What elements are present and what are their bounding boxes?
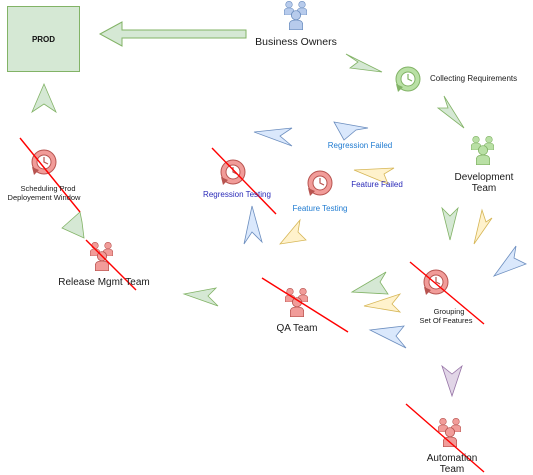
arrow-yellow-feature-failed — [353, 167, 395, 185]
arrow-purple-down-to-automation — [441, 364, 463, 398]
arrow-blue-up-left — [243, 205, 263, 245]
automation-team-label-line2: Team — [439, 464, 465, 475]
qa-team-people-icon — [285, 288, 308, 317]
strike-regression-testing — [211, 147, 277, 215]
qa-team-label: QA Team — [276, 323, 318, 334]
arrow-yellow-to-qa — [363, 293, 402, 313]
strike-automation — [405, 403, 485, 473]
arrow-business-to-prod — [98, 21, 247, 47]
feature-testing-label: Feature Testing — [292, 204, 348, 213]
grouping-label-line1: Grouping — [433, 307, 465, 316]
business-owners-people-icon — [284, 1, 307, 30]
arrow-yellow-feature-testing — [279, 218, 307, 245]
regression-testing-clock-icon — [220, 159, 246, 185]
strike-lines — [19, 137, 485, 473]
arrow-green-qa-to-release — [182, 287, 219, 307]
arrow-green-dev-down — [441, 206, 459, 241]
development-team-label-line1: Development — [454, 172, 514, 183]
arrow-green-collecting-to-dev — [436, 95, 465, 129]
collecting-requirements-clock-icon — [395, 66, 421, 92]
scheduling-label-line1: Scheduling Prod — [20, 184, 76, 193]
automation-team-label-line1: Automation — [426, 453, 478, 464]
release-mgmt-people-icon — [90, 242, 113, 271]
arrow-blue-right-side — [492, 245, 527, 277]
development-team-label-line2: Team — [471, 183, 497, 194]
release-mgmt-team-label: Release Mgmt Team — [58, 277, 150, 288]
business-owners-label: Business Owners — [255, 36, 337, 48]
development-team-people-icon — [471, 136, 494, 165]
regression-testing-label: Regression Testing — [203, 190, 271, 199]
prod-label: PROD — [31, 34, 56, 44]
arrow-green-business-to-collecting — [345, 53, 383, 73]
strike-qa-team — [261, 277, 349, 333]
grouping-label-line2: Set Of Features — [419, 316, 473, 325]
strike-grouping — [409, 261, 485, 325]
arrow-blue-top-left — [253, 127, 293, 147]
grouping-clock-icon — [423, 269, 449, 295]
feature-testing-clock-icon — [307, 170, 333, 196]
regression-failed-label: Regression Failed — [327, 141, 393, 150]
arrow-green-up-to-prod — [31, 82, 57, 114]
strike-scheduling — [19, 137, 81, 213]
arrow-yellow-dev-down — [473, 208, 493, 245]
scheduling-clock-icon — [31, 149, 57, 175]
strike-release-mgmt — [85, 239, 137, 291]
arrow-blue-regression-failed — [333, 121, 369, 141]
feature-failed-label: Feature Failed — [351, 180, 403, 189]
arrow-green-release-to-scheduling — [61, 211, 85, 239]
scheduling-label-line2: Deployement Window — [7, 193, 81, 202]
arrow-green-to-qa — [350, 271, 389, 295]
prod-box: PROD — [7, 6, 80, 72]
collecting-requirements-label: Collecting Requirements — [430, 74, 518, 83]
arrow-blue-to-qa-lower — [368, 325, 407, 349]
